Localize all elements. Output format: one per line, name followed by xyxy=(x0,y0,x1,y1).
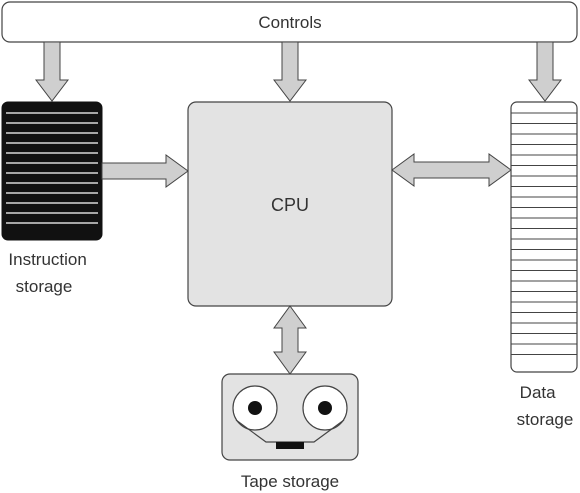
tape-head-icon xyxy=(276,442,304,449)
instruction-storage-label: Instruction storage xyxy=(8,250,91,296)
instruction-to-cpu-arrow xyxy=(101,154,189,188)
cpu-tape-double-arrow xyxy=(273,305,307,375)
controls-to-instruction-arrow xyxy=(34,41,70,102)
controls-to-cpu-arrow xyxy=(272,41,308,102)
data-storage-block xyxy=(510,101,578,373)
right-reel-icon xyxy=(302,385,348,431)
cpu-label: CPU xyxy=(271,195,309,215)
data-storage-label-line1: Data xyxy=(520,383,556,402)
data-storage-label-line2: storage xyxy=(517,410,574,429)
instruction-storage-label-line1: Instruction xyxy=(8,250,86,269)
left-reel-icon xyxy=(232,385,278,431)
instruction-storage-block xyxy=(1,101,103,241)
cpu-data-double-arrow xyxy=(391,153,512,187)
data-storage-label: Data storage xyxy=(517,383,574,429)
controls-to-data-arrow xyxy=(527,41,563,102)
controls-label: Controls xyxy=(258,13,321,32)
tape-storage-device xyxy=(221,373,359,461)
instruction-storage-label-line2: storage xyxy=(16,277,73,296)
tape-storage-label: Tape storage xyxy=(241,472,339,491)
